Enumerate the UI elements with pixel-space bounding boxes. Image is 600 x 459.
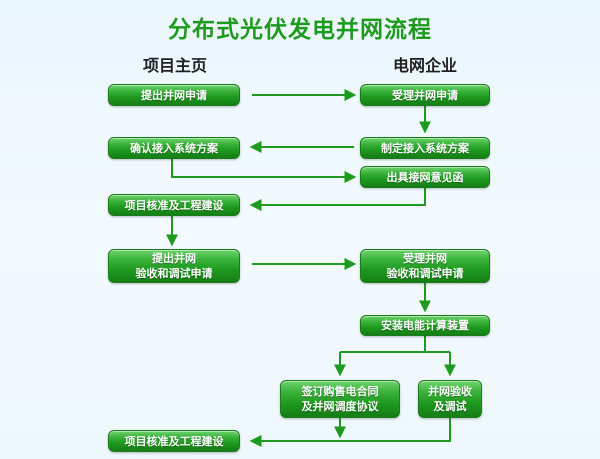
step-approve-build-2: 项目核准及工程建设 [108,430,240,452]
step-sign-contract: 签订购售电合同 及并网调度协议 [280,380,400,418]
arrow-gridtest-to-build2 [249,418,451,447]
step-install-meter: 安装电能计算装置 [360,315,490,336]
step-issue-opinion: 出具接网意见函 [360,166,490,188]
step-confirm-plan: 确认接入系统方案 [108,137,240,159]
step-approve-build-1: 项目核准及工程建设 [108,194,240,216]
page-title: 分布式光伏发电并网流程 [168,17,432,43]
step-accept-grid: 受理并网申请 [360,84,490,106]
step-grid-test: 并网验收 及调试 [418,380,482,418]
column-header-project-owner: 项目主页 [142,56,207,75]
step-apply-grid: 提出并网申请 [108,84,240,106]
step-accept-acceptance: 受理并网 验收和调试申请 [360,249,490,283]
column-header-grid-company: 电网企业 [392,56,457,75]
step-make-plan: 制定接入系统方案 [360,137,490,159]
arrow-opinion-to-build [249,188,426,211]
step-apply-acceptance: 提出并网 验收和调试申请 [108,249,240,283]
arrow-confirm-to-opinion [171,159,357,183]
